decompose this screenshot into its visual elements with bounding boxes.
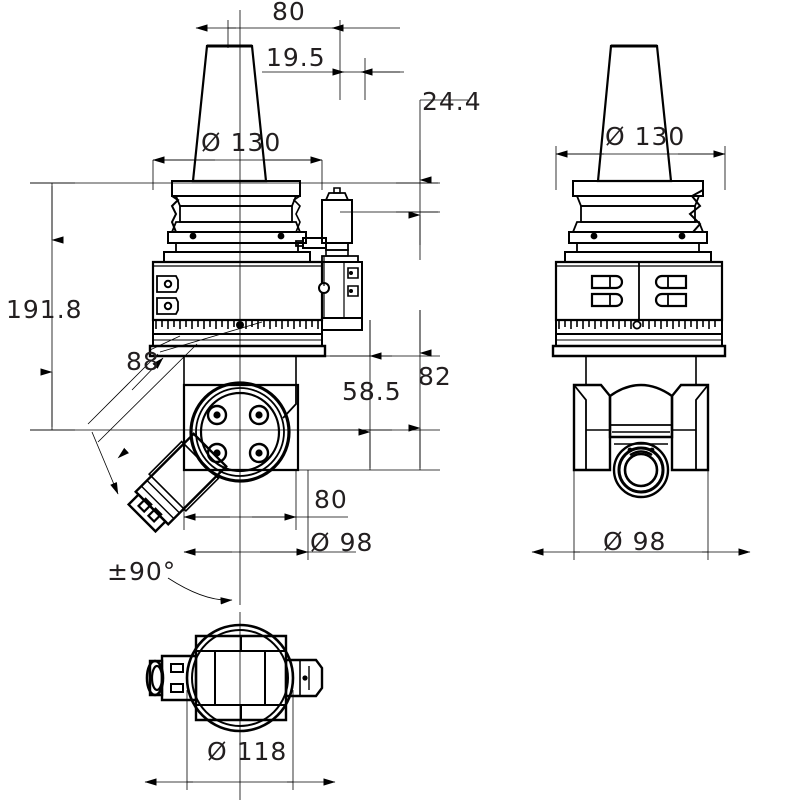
front-view bbox=[126, 44, 363, 534]
bottom-accessory-tab bbox=[284, 658, 324, 698]
side-angular-head bbox=[572, 356, 710, 499]
side-view bbox=[551, 44, 727, 499]
dim-82: 82 bbox=[418, 362, 452, 391]
dim-130-side: Ø 130 bbox=[605, 122, 685, 151]
side-v-flange bbox=[564, 180, 712, 263]
sensor-column bbox=[295, 187, 363, 331]
bottom-view bbox=[145, 623, 324, 733]
dim-98-front: Ø 98 bbox=[310, 528, 373, 557]
dimension-labels: 80 19.5 Ø 130 24.4 191.8 88 58.5 82 80 Ø… bbox=[6, 0, 685, 766]
side-main-body bbox=[554, 260, 724, 322]
dim-24-4: 24.4 bbox=[422, 87, 482, 116]
output-spindle-arm bbox=[126, 432, 228, 534]
dim-130-front: Ø 130 bbox=[201, 128, 281, 157]
v-flange-assembly bbox=[163, 180, 311, 263]
dim-88: 88 bbox=[126, 347, 160, 376]
dim-80-bottom: 80 bbox=[314, 485, 348, 514]
centerlines-and-extension-lines bbox=[30, 10, 751, 800]
dim-pm-90: ±90° bbox=[107, 557, 176, 586]
dim-191-8: 191.8 bbox=[6, 295, 83, 324]
dim-58-5: 58.5 bbox=[342, 377, 402, 406]
bottom-output-nose bbox=[145, 654, 198, 702]
dim-80-top: 80 bbox=[272, 0, 306, 26]
side-graduation-ring bbox=[551, 319, 727, 358]
dim-19-5: 19.5 bbox=[266, 43, 326, 72]
dim-118-bottom: Ø 118 bbox=[207, 737, 287, 766]
dim-98-side: Ø 98 bbox=[603, 527, 666, 556]
